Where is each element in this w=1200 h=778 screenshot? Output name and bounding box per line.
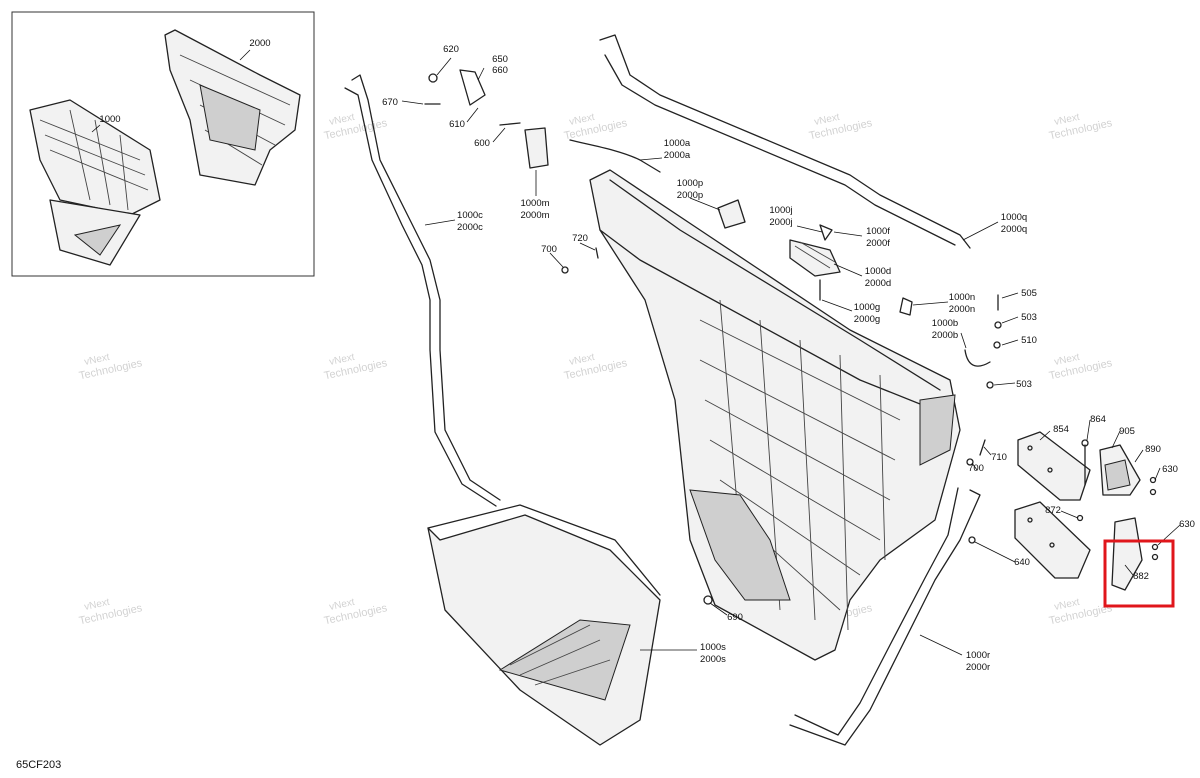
- callout-872: 872: [1045, 505, 1061, 516]
- main-door-frame: [589, 169, 961, 661]
- watermark-12: vNext Technologies: [323, 597, 389, 627]
- svg-text:vNext: vNext: [328, 112, 356, 128]
- inset-view: 1000 2000: [11, 11, 315, 277]
- callout-1000f: 1000f: [866, 226, 890, 237]
- svg-text:vNext: vNext: [83, 352, 111, 368]
- svg-text:vNext: vNext: [328, 352, 356, 368]
- watermark-5: vNext Technologies: [1048, 112, 1114, 142]
- callout-1000a: 1000a: [664, 138, 691, 149]
- callout-1000n: 1000n: [949, 292, 975, 303]
- svg-text:vNext: vNext: [568, 112, 596, 128]
- svg-text:vNext: vNext: [1053, 597, 1081, 613]
- hinge-plate-854: [1017, 431, 1091, 501]
- watermark-4: vNext Technologies: [808, 112, 874, 142]
- hinge-plate-872: [1014, 501, 1091, 579]
- small-hardware: [424, 69, 1159, 605]
- callout-610: 610: [449, 119, 465, 130]
- callout-1000g: 1000g: [854, 302, 880, 313]
- callout-640: 640: [1014, 557, 1030, 568]
- callout-2000f: 2000f: [866, 238, 890, 249]
- callout-1000r: 1000r: [966, 650, 990, 661]
- svg-text:vNext: vNext: [1053, 112, 1081, 128]
- callout-2000g: 2000g: [854, 314, 880, 325]
- callout-1000m: 1000m: [520, 198, 549, 209]
- watermark-7: vNext Technologies: [323, 352, 389, 382]
- callout-1000b: 1000b: [932, 318, 958, 329]
- callout-2000n: 2000n: [949, 304, 975, 315]
- callout-2000m: 2000m: [520, 210, 549, 221]
- callout-2000p: 2000p: [677, 190, 703, 201]
- watermark-8: vNext Technologies: [563, 352, 629, 382]
- callout-2000a: 2000a: [664, 150, 691, 161]
- callout-620: 620: [443, 44, 459, 55]
- hinge-pin-864: [1081, 439, 1089, 486]
- callout-650: 650: [492, 54, 508, 65]
- callout-2000q: 2000q: [1001, 224, 1027, 235]
- callout-864: 864: [1090, 414, 1106, 425]
- watermark-11: vNext Technologies: [78, 597, 144, 627]
- inset-door-right: [164, 29, 301, 186]
- highlight-box-882: [1103, 539, 1175, 608]
- seal-strip-lower-right: [789, 487, 981, 746]
- callout-2000b: 2000b: [932, 330, 958, 341]
- leader-lines: [401, 57, 1181, 656]
- callout-510: 510: [1021, 335, 1037, 346]
- seal-strip-upper-left: [344, 74, 501, 507]
- callout-690: 690: [727, 612, 743, 623]
- lower-left-panel: [427, 504, 661, 746]
- callout-670: 670: [382, 97, 398, 108]
- callout-505: 505: [1021, 288, 1037, 299]
- callout-labels: 620 650 660 670 610 600 1000m 2000m 1000…: [382, 44, 1195, 673]
- callout-503-lower: 503: [1016, 379, 1032, 390]
- callout-503-upper: 503: [1021, 312, 1037, 323]
- svg-text:vNext: vNext: [83, 597, 111, 613]
- svg-text:vNext: vNext: [568, 352, 596, 368]
- svg-text:vNext: vNext: [813, 112, 841, 128]
- callout-1000c: 1000c: [457, 210, 483, 221]
- watermark-3: vNext Technologies: [563, 112, 629, 142]
- callout-700-lower: 700: [968, 463, 984, 474]
- callout-2000j: 2000j: [769, 217, 792, 228]
- callout-600: 600: [474, 138, 490, 149]
- callout-1000s: 1000s: [700, 642, 726, 653]
- callout-2000r: 2000r: [966, 662, 990, 673]
- svg-text:vNext: vNext: [328, 597, 356, 613]
- drawing-id: 65CF203: [16, 759, 61, 771]
- upper-rail: [599, 34, 971, 249]
- callout-2000d: 2000d: [865, 278, 891, 289]
- watermark-2: vNext Technologies: [323, 112, 389, 142]
- svg-text:vNext: vNext: [1053, 352, 1081, 368]
- inset-callout-2000: 2000: [249, 38, 270, 49]
- callout-854: 854: [1053, 424, 1069, 435]
- callout-2000c: 2000c: [457, 222, 483, 233]
- hinge-bracket-882: [1111, 517, 1143, 591]
- watermark-10: vNext Technologies: [1048, 352, 1114, 382]
- inset-callout-1000: 1000: [99, 114, 120, 125]
- callout-882: 882: [1133, 571, 1149, 582]
- callout-720: 720: [572, 233, 588, 244]
- callout-710: 710: [991, 452, 1007, 463]
- hinge-bracket-890: [1099, 444, 1141, 496]
- callout-1000d: 1000d: [865, 266, 891, 277]
- callout-1000q: 1000q: [1001, 212, 1027, 223]
- callout-660: 660: [492, 65, 508, 76]
- callout-700-upper: 700: [541, 244, 557, 255]
- callout-1000j: 1000j: [769, 205, 792, 216]
- callout-905: 905: [1119, 426, 1135, 437]
- inset-door-left: [29, 99, 161, 266]
- callout-630-lower: 630: [1179, 519, 1195, 530]
- watermark-6: vNext Technologies: [78, 352, 144, 382]
- callout-630-upper: 630: [1162, 464, 1178, 475]
- callout-1000p: 1000p: [677, 178, 703, 189]
- callout-890: 890: [1145, 444, 1161, 455]
- callout-2000s: 2000s: [700, 654, 726, 665]
